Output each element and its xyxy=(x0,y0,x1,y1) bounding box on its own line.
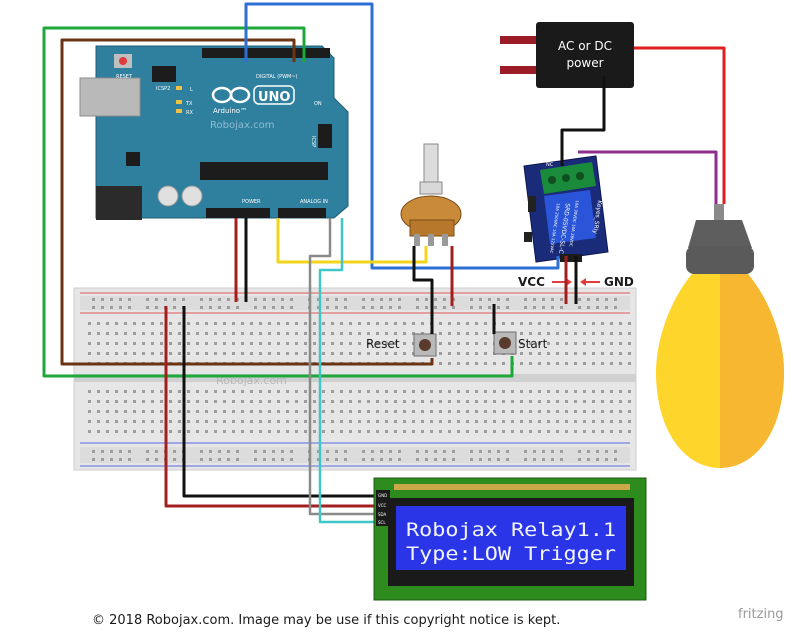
light-bulb xyxy=(656,204,784,468)
l-led-label: L xyxy=(190,87,193,93)
atmega-chip xyxy=(200,162,328,180)
wire-black-lcd-gnd xyxy=(182,306,378,498)
tx-led-label: TX xyxy=(185,101,193,107)
power-jack xyxy=(96,186,142,220)
lcd-pin-gnd: GND xyxy=(378,493,387,498)
ac-dc-power-supply: AC or DC power xyxy=(500,22,634,88)
relay-gnd-label: GND xyxy=(604,275,634,289)
lcd-pin-sda: SDA xyxy=(378,512,387,517)
breadboard: Robojax.com xyxy=(73,287,637,471)
arduino-uno-board: RESET ICSP2 DIGITAL (PWM~) UNO Arduino™ … xyxy=(79,45,349,220)
usb-port xyxy=(79,77,141,117)
wire-red-ps-bulb xyxy=(634,46,726,204)
wire-cyan-scl xyxy=(318,218,378,524)
on-led-label: ON xyxy=(314,101,322,107)
lcd-line-1: Robojax Relay1.1 xyxy=(406,519,616,541)
wires xyxy=(42,2,726,524)
relay-vcc-label: VCC xyxy=(518,275,545,289)
lcd-pin-vcc: VCC xyxy=(378,503,387,508)
wire-purple-relay-bulb xyxy=(578,150,718,204)
relay-brand: Keyes_SRly xyxy=(591,200,603,235)
wire-yellow-pot xyxy=(276,218,428,264)
fritzing-logo: fritzing xyxy=(738,607,784,622)
start-pushbutton xyxy=(493,331,517,355)
analog-header xyxy=(278,208,326,218)
relay-spec-line2: 10A 30VDC 10A 28VDC xyxy=(568,200,580,247)
icsp2-label: ICSP2 xyxy=(156,86,170,92)
wire-blue-relay-in xyxy=(244,2,560,270)
wire-gray-sda xyxy=(308,218,378,516)
power-supply-line2: power xyxy=(566,56,603,70)
lcd-line-2: Type:LOW Trigger xyxy=(406,543,616,565)
relay-nc-label: NC xyxy=(546,162,554,168)
wire-green-start xyxy=(42,26,514,378)
arduino-logo-icon xyxy=(211,85,295,105)
copyright-notice: © 2018 Robojax.com. Image may be use if … xyxy=(92,613,560,628)
power-supply-line1: AC or DC xyxy=(558,39,612,53)
relay-module: SRD-05VDC-SL-C 10A 250VAC 10A 125VAC 10A… xyxy=(523,155,609,264)
reset-pushbutton xyxy=(413,333,437,357)
reset-label: RESET xyxy=(116,74,133,80)
lcd-1602-module: Robojax Relay1.1 Type:LOW Trigger GND VC… xyxy=(373,477,647,601)
potentiometer xyxy=(400,143,462,246)
lcd-screen xyxy=(396,506,626,570)
wire-black-pot xyxy=(412,246,434,334)
arduino-label: Arduino™ xyxy=(213,107,247,115)
vcc-arrow-icon xyxy=(552,278,572,286)
power-header xyxy=(206,208,270,218)
icsp-label: ICSP xyxy=(310,136,316,147)
wire-red-lcd-vcc xyxy=(164,306,378,508)
uno-label: UNO xyxy=(258,90,291,105)
start-button-label: Start xyxy=(518,337,548,351)
arduino-watermark: Robojax.com xyxy=(210,120,274,131)
reset-button-label: Reset xyxy=(366,337,400,351)
digital-header xyxy=(202,48,330,58)
lcd-pin-scl: SCL xyxy=(378,520,386,525)
rx-led-label: RX xyxy=(186,110,193,116)
digital-label: DIGITAL (PWM~) xyxy=(256,74,298,80)
power-label: POWER xyxy=(242,199,261,205)
wire-brown-reset xyxy=(60,38,434,366)
analog-label: ANALOG IN xyxy=(300,199,328,205)
breadboard-holes xyxy=(88,298,631,461)
gnd-arrow-icon xyxy=(580,278,600,286)
wire-black-ps-relay xyxy=(560,76,606,166)
